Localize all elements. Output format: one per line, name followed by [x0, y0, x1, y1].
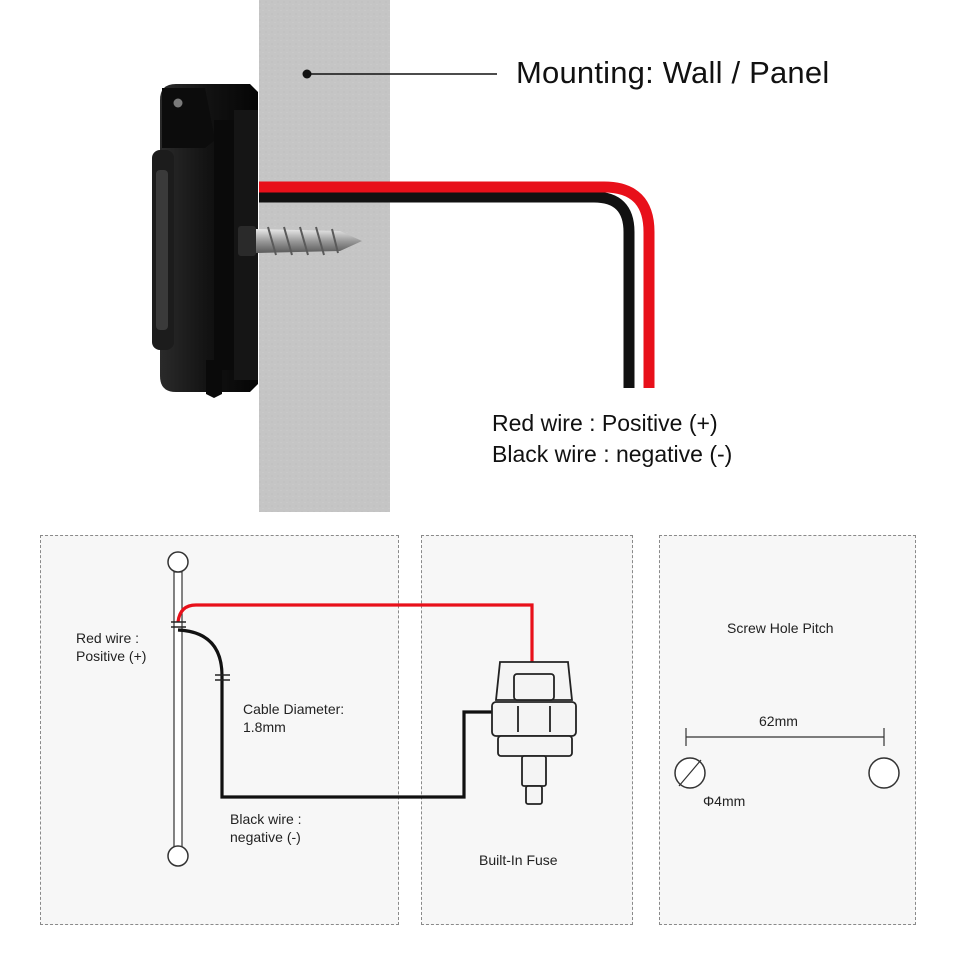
fuse-label: Built-In Fuse — [479, 852, 558, 868]
top-black-wire — [259, 191, 635, 388]
screw-hole-diagram — [674, 728, 900, 789]
red-wire-label: Red wire : Positive (+) — [492, 410, 718, 436]
mounting-illustration — [152, 0, 655, 512]
screw-hole-panel — [659, 535, 916, 925]
schematic-black-label-2: negative (-) — [230, 829, 301, 845]
wiring-panel — [40, 535, 399, 925]
black-wire-label: Black wire : negative (-) — [492, 441, 733, 467]
cable-clip-icon — [171, 621, 230, 681]
mounting-label: Mounting: Wall / Panel — [516, 55, 830, 90]
top-red-wire — [259, 181, 655, 388]
schematic-black-label-1: Black wire : — [230, 811, 302, 827]
schematic-red-label-1: Red wire : — [76, 630, 140, 646]
schematic-red-wire — [176, 603, 534, 662]
schematic-black-wire — [177, 628, 492, 799]
schematic-red-label-2: Positive (+) — [76, 648, 147, 664]
cable-diameter-label-1: Cable Diameter: — [243, 701, 345, 717]
screw-hole-title: Screw Hole Pitch — [727, 620, 834, 636]
mounting-screw-icon — [238, 226, 362, 256]
fuse-holder-icon — [491, 661, 577, 805]
wall-panel — [259, 0, 390, 512]
cable-diameter-label-2: 1.8mm — [243, 719, 286, 735]
rod-icon — [167, 551, 189, 867]
hole-diameter-label: Φ4mm — [703, 793, 746, 809]
screw-hole-right-icon — [868, 757, 900, 789]
pitch-label: 62mm — [759, 713, 798, 729]
